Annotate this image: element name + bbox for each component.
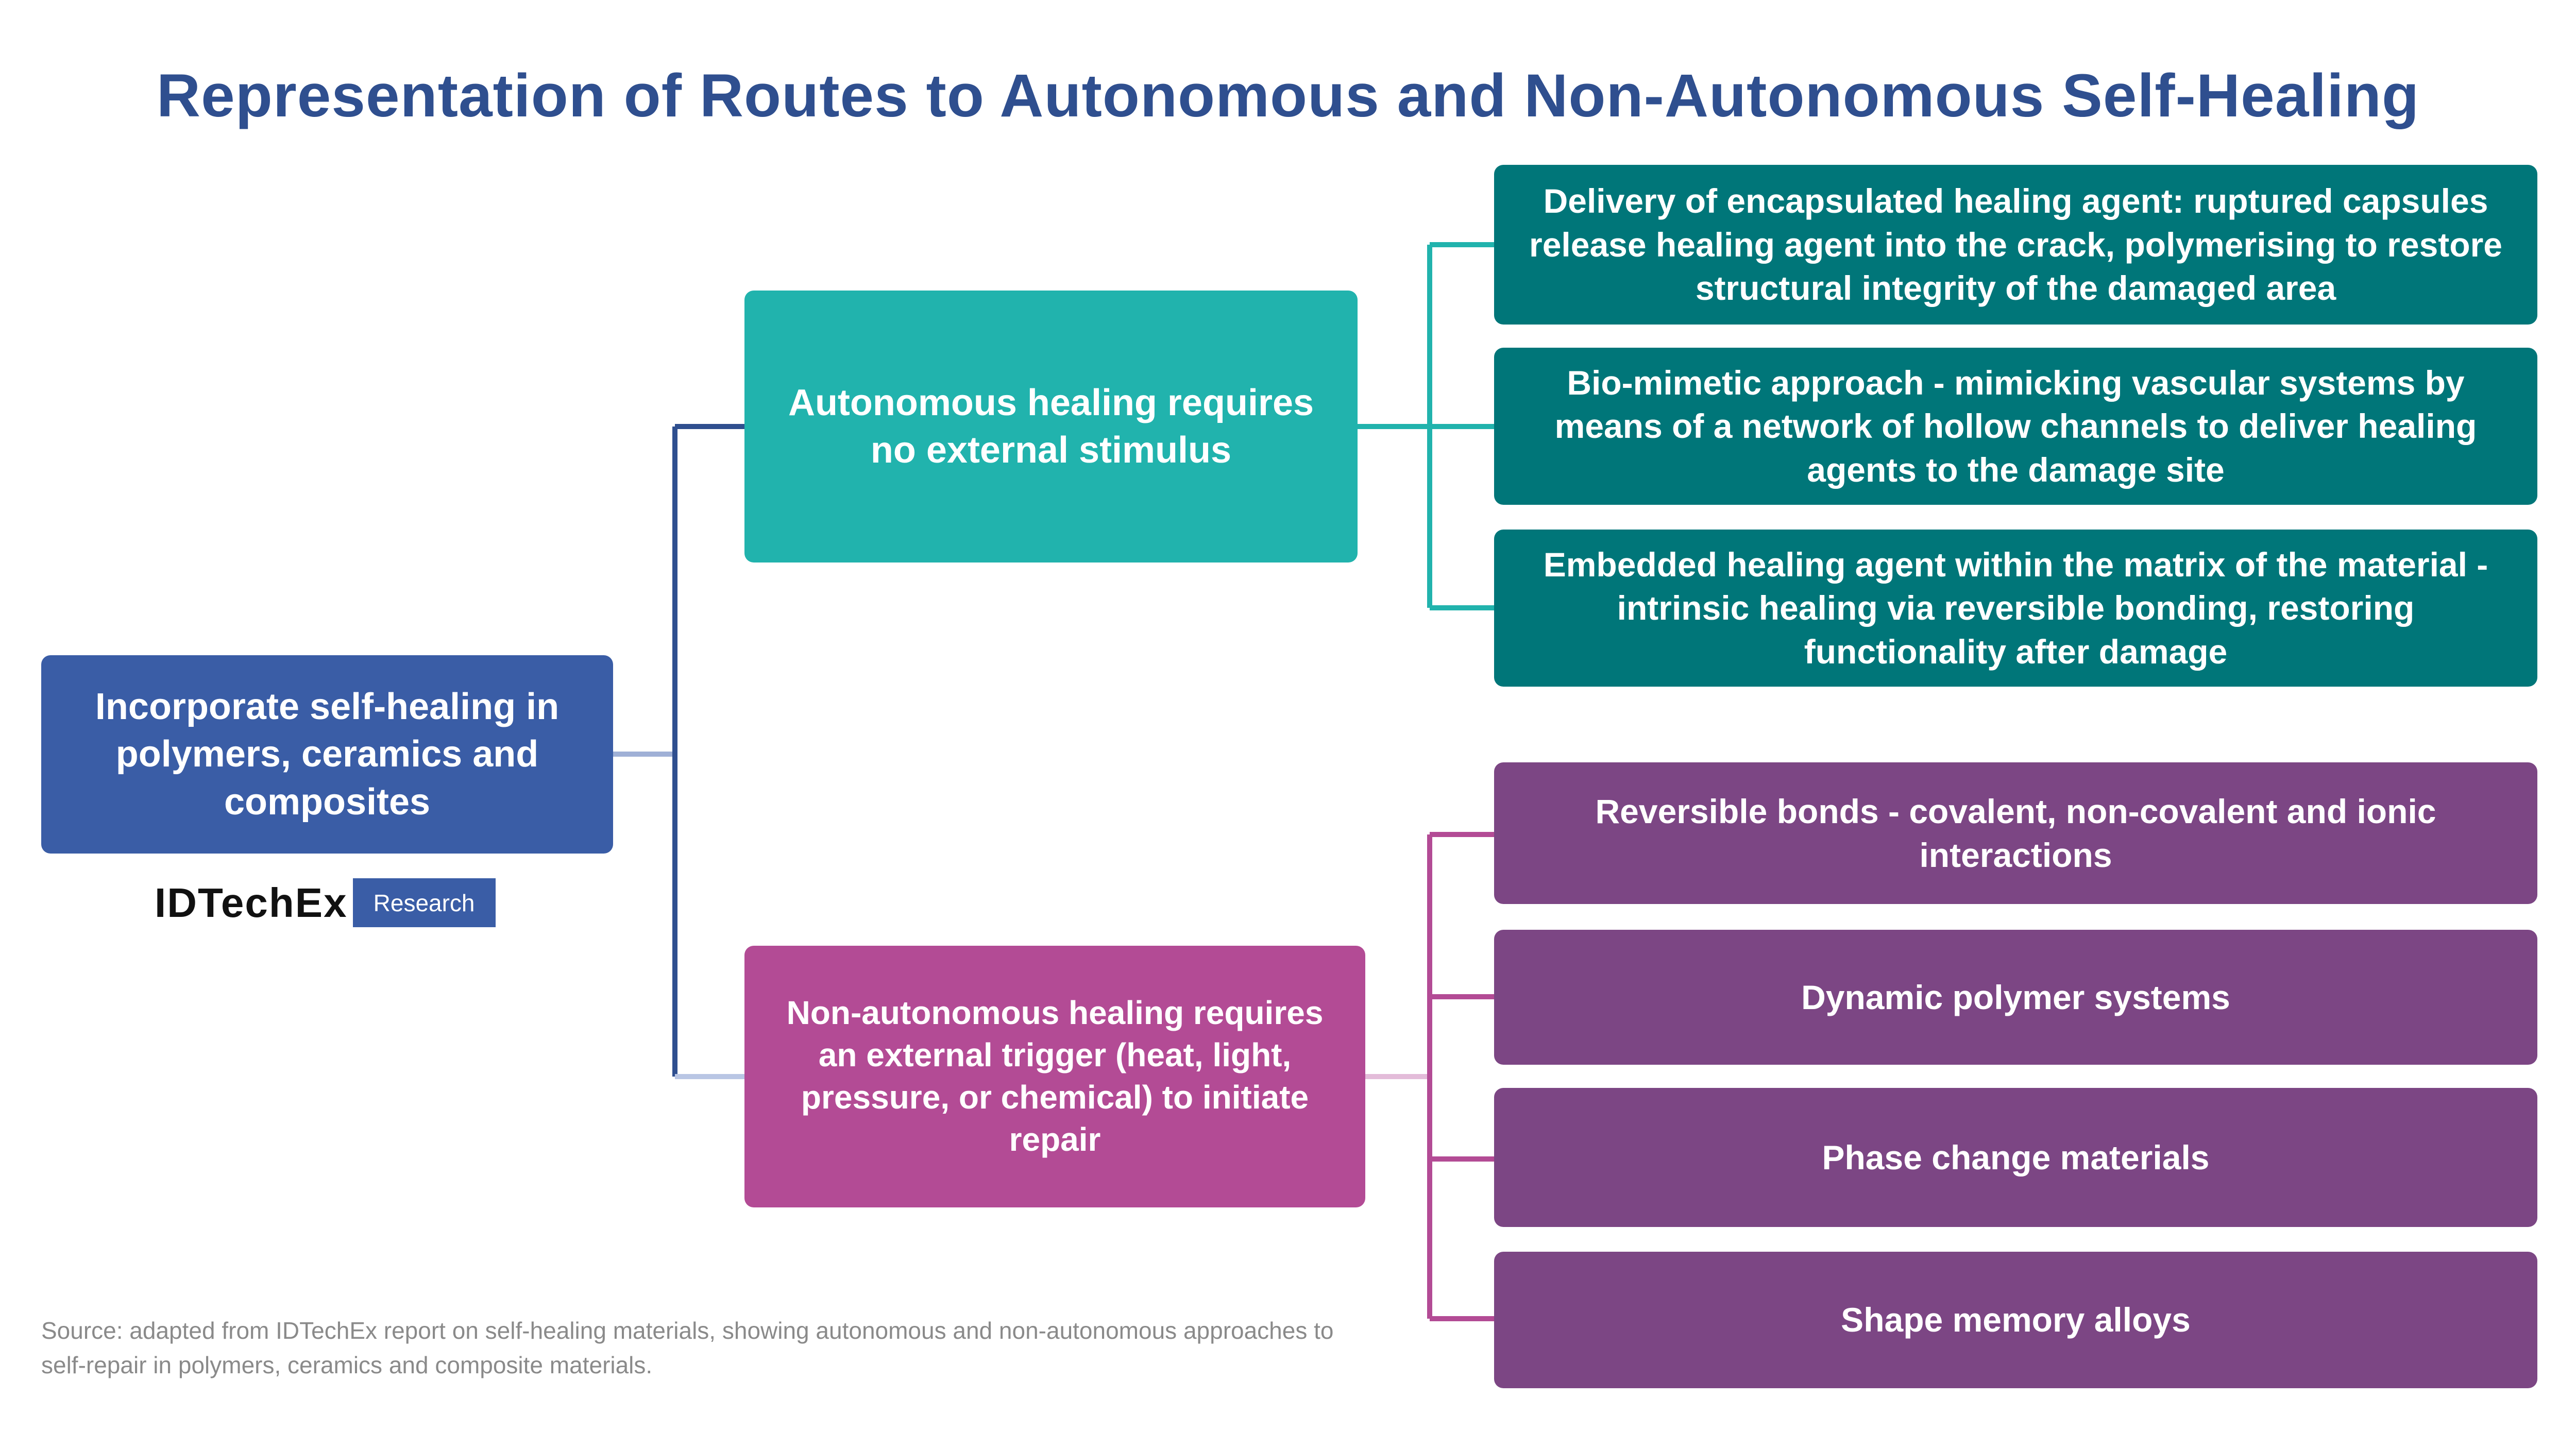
- non-autonomous-route-2: Dynamic polymer systems: [1494, 930, 2537, 1065]
- autonomous-node-label: Autonomous healing requires no external …: [788, 382, 1314, 471]
- autonomous-route-2: Bio-mimetic approach - mimicking vascula…: [1494, 348, 2537, 505]
- non-autonomous-route-3: Phase change materials: [1494, 1088, 2537, 1227]
- footnote: Source: adapted from IDTechEx report on …: [41, 1317, 1334, 1378]
- autonomous-route-3: Embedded healing agent within the matrix…: [1494, 530, 2537, 687]
- autonomous-route-label: Bio-mimetic approach - mimicking vascula…: [1554, 363, 2477, 489]
- non-autonomous-route-label: Shape memory alloys: [1841, 1301, 2191, 1339]
- autonomous-route-label: Delivery of encapsulated healing agent: …: [1529, 182, 2502, 308]
- non-autonomous-route-label: Reversible bonds - covalent, non-covalen…: [1595, 792, 2436, 874]
- idtechex-logo: IDTechEx Research: [155, 878, 496, 927]
- root-node-label: Incorporate self-healing in polymers, ce…: [95, 686, 560, 823]
- non-autonomous-route-label: Dynamic polymer systems: [1801, 978, 2230, 1016]
- non-autonomous-route-4: Shape memory alloys: [1494, 1252, 2537, 1388]
- root-node: Incorporate self-healing in polymers, ce…: [41, 655, 613, 854]
- non-autonomous-node-label: Non-autonomous healing requires an exter…: [786, 994, 1324, 1158]
- autonomous-node: Autonomous healing requires no external …: [744, 291, 1358, 562]
- non-autonomous-node: Non-autonomous healing requires an exter…: [744, 946, 1365, 1207]
- logo-name: IDTechEx: [155, 879, 348, 926]
- logo-tag: Research: [352, 878, 496, 927]
- non-autonomous-route-1: Reversible bonds - covalent, non-covalen…: [1494, 762, 2537, 904]
- non-autonomous-route-label: Phase change materials: [1822, 1138, 2210, 1177]
- diagram-title: Representation of Routes to Autonomous a…: [156, 62, 2420, 130]
- autonomous-route-label: Embedded healing agent within the matrix…: [1543, 545, 2488, 671]
- autonomous-route-1: Delivery of encapsulated healing agent: …: [1494, 165, 2537, 325]
